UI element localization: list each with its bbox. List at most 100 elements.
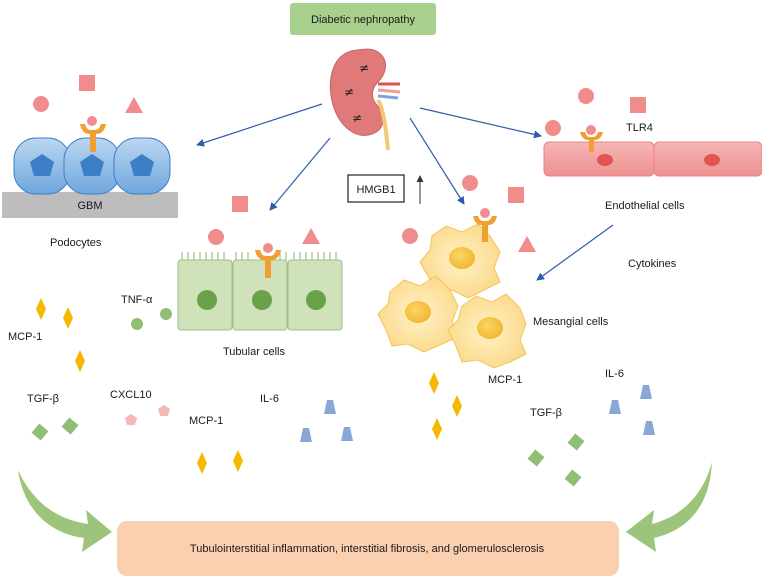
tubular-nucleus bbox=[306, 290, 326, 310]
mcp1-marker bbox=[36, 298, 46, 320]
ligand-square bbox=[630, 97, 646, 113]
tlr4-receptor-icon bbox=[473, 208, 497, 242]
mesangial-cell bbox=[377, 275, 461, 353]
arrow-to-endothelial bbox=[419, 107, 542, 139]
mcp1-left-label: MCP-1 bbox=[8, 331, 42, 343]
tgfb-left-label: TGF-β bbox=[27, 393, 59, 405]
hmgb1-label: HMGB1 bbox=[356, 184, 395, 196]
endothelial-cell bbox=[653, 141, 762, 177]
mcp1-center-label: MCP-1 bbox=[189, 415, 223, 427]
mcp1-marker bbox=[75, 350, 85, 372]
il6-right-label: IL-6 bbox=[605, 368, 624, 380]
kidney-damage-mark: ≠ bbox=[352, 111, 362, 125]
outcome-label: Tubulointerstitial inflammation, interst… bbox=[190, 543, 545, 555]
podocyte-nucleus bbox=[30, 154, 54, 176]
mcp1-marker bbox=[429, 372, 439, 394]
tgfb-marker bbox=[564, 469, 582, 487]
podocytes-group: GBM Podocytes bbox=[2, 75, 178, 249]
mesangial-nucleus bbox=[477, 317, 503, 339]
ligand-circle bbox=[402, 228, 418, 244]
arrow-to-mesangial bbox=[409, 117, 465, 205]
right-mediators: MCP-1 IL-6 TGF-β bbox=[429, 368, 655, 487]
il6-marker bbox=[324, 400, 336, 414]
tnf-alpha-marker bbox=[160, 308, 172, 320]
tlr4-label: TLR4 bbox=[626, 122, 653, 134]
cxcl10-marker bbox=[125, 414, 137, 425]
arrow-to-tubular bbox=[269, 137, 331, 211]
tgfb-marker bbox=[527, 449, 545, 467]
mesangial-cell bbox=[447, 293, 527, 369]
il6-marker bbox=[341, 427, 353, 441]
gbm-label: GBM bbox=[77, 200, 102, 212]
title-box: Diabetic nephropathy bbox=[290, 3, 436, 35]
il6-marker bbox=[609, 400, 621, 414]
ligand-circle bbox=[462, 175, 478, 191]
podocyte-nucleus bbox=[80, 154, 104, 176]
ligand-square bbox=[232, 196, 248, 212]
ligand-square bbox=[79, 75, 95, 91]
tgfb-right-label: TGF-β bbox=[530, 407, 562, 419]
tlr4-receptor-icon bbox=[255, 243, 281, 278]
green-arrow-left-icon bbox=[18, 470, 112, 552]
mesangial-nucleus bbox=[405, 301, 431, 323]
cxcl10-label: CXCL10 bbox=[110, 389, 152, 401]
ligand-circle bbox=[33, 96, 49, 112]
tubular-nucleus bbox=[197, 290, 217, 310]
tgfb-marker bbox=[61, 417, 79, 435]
left-mediators: TNF-α MCP-1 TGF-β CXCL10 MCP-1 IL-6 bbox=[8, 294, 353, 474]
ligand-circle bbox=[208, 229, 224, 245]
kidney-icon: ≠ ≠ ≠ bbox=[329, 48, 401, 151]
ligand-circle bbox=[545, 120, 561, 136]
ligand-triangle bbox=[302, 228, 320, 244]
mcp1-right-label: MCP-1 bbox=[488, 374, 522, 386]
il6-marker bbox=[300, 428, 312, 442]
mcp1-marker bbox=[63, 307, 73, 329]
podocyte-nucleus bbox=[130, 154, 154, 176]
mesangial-nucleus bbox=[449, 247, 475, 269]
mcp1-marker bbox=[233, 450, 243, 472]
ligand-square bbox=[508, 187, 524, 203]
tlr4-receptor-icon bbox=[580, 125, 603, 152]
il6-marker bbox=[643, 421, 655, 435]
hmgb1-box: HMGB1 bbox=[347, 174, 424, 204]
tgfb-marker bbox=[31, 423, 49, 441]
tubular-cell bbox=[287, 259, 343, 331]
tnf-alpha-marker bbox=[131, 318, 143, 330]
kidney-damage-mark: ≠ bbox=[344, 85, 354, 99]
tlr4-receptor-icon bbox=[80, 116, 106, 152]
endothelial-group: TLR4 Endothelial cells Cytokines bbox=[543, 88, 762, 270]
arrow-cytokines bbox=[536, 224, 614, 281]
tubular-cell bbox=[177, 259, 233, 331]
outcome-box: Tubulointerstitial inflammation, interst… bbox=[117, 521, 619, 576]
il6-marker bbox=[640, 385, 652, 399]
arrow-to-podocytes bbox=[196, 103, 323, 147]
mcp1-marker bbox=[197, 452, 207, 474]
tubular-label: Tubular cells bbox=[223, 346, 285, 358]
kidney-damage-mark: ≠ bbox=[359, 61, 369, 75]
il6-center-label: IL-6 bbox=[260, 393, 279, 405]
podocyte-cell bbox=[113, 137, 171, 195]
endothelial-cell bbox=[543, 141, 655, 177]
ligand-circle bbox=[578, 88, 594, 104]
title-label: Diabetic nephropathy bbox=[311, 14, 415, 26]
endothelial-label: Endothelial cells bbox=[605, 200, 685, 212]
ligand-triangle bbox=[518, 236, 536, 252]
green-arrow-right-icon bbox=[626, 462, 712, 552]
tgfb-marker bbox=[567, 433, 585, 451]
signal-arrows bbox=[196, 103, 614, 281]
ligand-triangle bbox=[125, 97, 143, 113]
gbm-bar bbox=[2, 192, 178, 218]
cytokines-label: Cytokines bbox=[628, 258, 677, 270]
cxcl10-marker bbox=[158, 405, 170, 416]
tubular-nucleus bbox=[252, 290, 272, 310]
tubular-cell bbox=[232, 259, 288, 331]
tnf-alpha-label: TNF-α bbox=[121, 294, 153, 306]
mesangial-label: Mesangial cells bbox=[533, 316, 609, 328]
mcp1-marker bbox=[432, 418, 442, 440]
mesangial-group: Mesangial cells bbox=[377, 175, 609, 369]
podocytes-label: Podocytes bbox=[50, 237, 102, 249]
podocyte-cell bbox=[13, 137, 71, 195]
mcp1-marker bbox=[452, 395, 462, 417]
